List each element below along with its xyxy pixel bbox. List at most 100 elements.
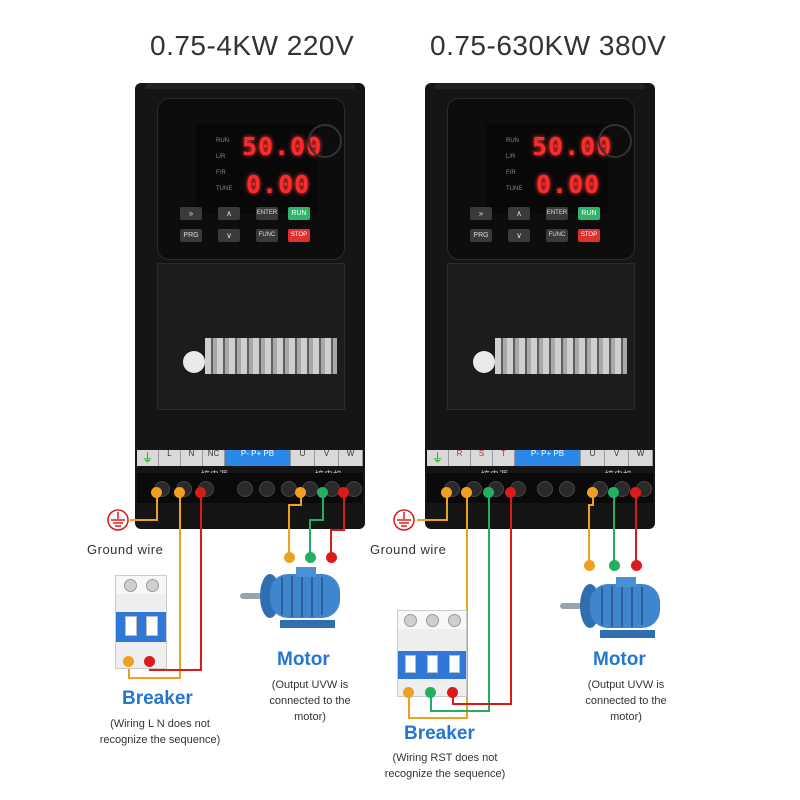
breaker-switch-3[interactable] bbox=[449, 655, 460, 673]
left-u-dot bbox=[295, 487, 306, 498]
right-s-dot bbox=[483, 487, 494, 498]
left-u-wire bbox=[288, 493, 302, 558]
terminal-u-label: U bbox=[581, 450, 605, 466]
right-breaker-r-dot bbox=[403, 687, 414, 698]
terminal-u-label: U bbox=[291, 450, 315, 466]
prg-key[interactable]: PRG bbox=[180, 229, 202, 242]
terminal-p-minus-label: P- bbox=[240, 449, 249, 458]
run-indicator: RUN bbox=[506, 138, 519, 144]
left-ground-dot bbox=[151, 487, 162, 498]
run-key[interactable]: RUN bbox=[578, 207, 600, 220]
run-indicator: RUN bbox=[216, 138, 229, 144]
enter-key[interactable]: ENTER bbox=[546, 207, 568, 220]
left-motor-u-dot bbox=[284, 552, 295, 563]
right-title: 0.75-630KW 380V bbox=[430, 30, 667, 61]
breaker-switch-1[interactable] bbox=[405, 655, 416, 673]
left-breaker-note: (Wiring L N does not recognize the seque… bbox=[90, 716, 230, 748]
right-motor-icon bbox=[560, 577, 660, 638]
right-r-wire bbox=[408, 493, 468, 719]
prg-key[interactable]: PRG bbox=[470, 229, 492, 242]
func-key[interactable]: FUNC bbox=[546, 229, 568, 242]
tune-indicator: TUNE bbox=[506, 186, 523, 192]
left-w-wire bbox=[330, 493, 345, 558]
terminal-v-label: V bbox=[605, 450, 629, 466]
sticker bbox=[473, 351, 495, 373]
breaker-switch-2[interactable] bbox=[427, 655, 438, 673]
func-key[interactable]: FUNC bbox=[256, 229, 278, 242]
left-motor-note-line-1: (Output UVW is bbox=[271, 679, 349, 691]
terminal-l-label: L bbox=[159, 450, 181, 466]
down-key[interactable]: ∨ bbox=[218, 229, 240, 242]
control-terminal-block bbox=[205, 338, 337, 374]
down-key[interactable]: ∨ bbox=[508, 229, 530, 242]
stop-key[interactable]: STOP bbox=[578, 229, 600, 242]
left-l-dot bbox=[174, 487, 185, 498]
terminal-nc-label: NC bbox=[203, 450, 225, 466]
right-motor-note-line-3: motor) bbox=[610, 711, 642, 723]
left-breaker-l-dot bbox=[123, 656, 134, 667]
breaker-switch-1[interactable] bbox=[125, 616, 137, 636]
left-n-dot bbox=[195, 487, 206, 498]
right-motor-w-dot bbox=[631, 560, 642, 571]
stop-key[interactable]: STOP bbox=[288, 229, 310, 242]
right-inverter: RUN L/R F/R TUNE 50.00 0.00 » ∧ ENTER RU… bbox=[425, 83, 655, 529]
left-breaker bbox=[115, 575, 167, 669]
control-terminal-block bbox=[495, 338, 627, 374]
terminal-t-label: T bbox=[493, 450, 515, 466]
lr-indicator: L/R bbox=[506, 154, 516, 160]
right-motor-title: Motor bbox=[593, 649, 646, 670]
terminal-r-label: R bbox=[449, 450, 471, 466]
sticker bbox=[183, 351, 205, 373]
enter-key[interactable]: ENTER bbox=[256, 207, 278, 220]
terminal-label-strip: ⏚ R S T P- P+ PB U V W bbox=[427, 450, 653, 466]
shift-key[interactable]: » bbox=[470, 207, 492, 220]
up-key[interactable]: ∧ bbox=[218, 207, 240, 220]
left-ground-wire bbox=[130, 493, 158, 521]
left-breaker-n-dot bbox=[144, 656, 155, 667]
right-ground-wire bbox=[417, 493, 448, 521]
terminal-p-minus-label: P- bbox=[530, 449, 539, 458]
terminal-cover bbox=[157, 263, 345, 410]
left-motor-title: Motor bbox=[277, 649, 330, 670]
right-breaker-note-line-2: recognize the sequence) bbox=[384, 768, 506, 780]
terminal-n-label: N bbox=[181, 450, 203, 466]
right-motor-note-line-1: (Output UVW is bbox=[587, 679, 665, 691]
left-w-dot bbox=[338, 487, 349, 498]
keypad-panel: RUN L/R F/R TUNE 50.00 0.00 » ∧ ENTER RU… bbox=[447, 98, 635, 260]
terminal-cover bbox=[447, 263, 635, 410]
left-motor-w-dot bbox=[326, 552, 337, 563]
left-v-dot bbox=[317, 487, 328, 498]
right-breaker-s-dot bbox=[425, 687, 436, 698]
terminal-pb-label: PB bbox=[553, 449, 565, 458]
run-key[interactable]: RUN bbox=[288, 207, 310, 220]
keypad-panel: RUN L/R F/R TUNE 50.00 0.00 » ∧ ENTER RU… bbox=[157, 98, 345, 260]
terminal-p-plus-label: P+ bbox=[541, 449, 552, 458]
right-motor-u-dot bbox=[584, 560, 595, 571]
terminal-label-strip: ⏚ L N NC P- P+ PB U V W bbox=[137, 450, 363, 466]
left-breaker-note-line-1: (Wiring L N does not bbox=[110, 718, 210, 730]
left-ground-symbol-icon bbox=[107, 509, 129, 531]
ground-symbol-icon: ⏚ bbox=[137, 450, 159, 466]
brake-terminal-group: P- P+ PB bbox=[225, 450, 291, 466]
right-ground-symbol-icon bbox=[393, 509, 415, 531]
left-l-wire bbox=[128, 493, 181, 679]
display-bottom-value: 0.00 bbox=[246, 170, 311, 199]
right-ground-label: Ground wire bbox=[370, 542, 447, 557]
terminal-w-label: W bbox=[629, 450, 653, 466]
potentiometer-knob[interactable] bbox=[308, 124, 342, 158]
fr-indicator: F/R bbox=[216, 170, 226, 176]
right-breaker-t-dot bbox=[447, 687, 458, 698]
tune-indicator: TUNE bbox=[216, 186, 233, 192]
terminal-w-label: W bbox=[339, 450, 363, 466]
right-t-dot bbox=[505, 487, 516, 498]
shift-key[interactable]: » bbox=[180, 207, 202, 220]
left-v-wire bbox=[309, 493, 324, 558]
breaker-switch-2[interactable] bbox=[146, 616, 158, 636]
right-motor-v-dot bbox=[609, 560, 620, 571]
up-key[interactable]: ∧ bbox=[508, 207, 530, 220]
right-breaker-note-line-1: (Wiring RST does not bbox=[392, 752, 498, 764]
right-breaker-note: (Wiring RST does not recognize the seque… bbox=[372, 750, 518, 782]
potentiometer-knob[interactable] bbox=[598, 124, 632, 158]
display: RUN L/R F/R TUNE 50.00 0.00 bbox=[196, 124, 321, 214]
